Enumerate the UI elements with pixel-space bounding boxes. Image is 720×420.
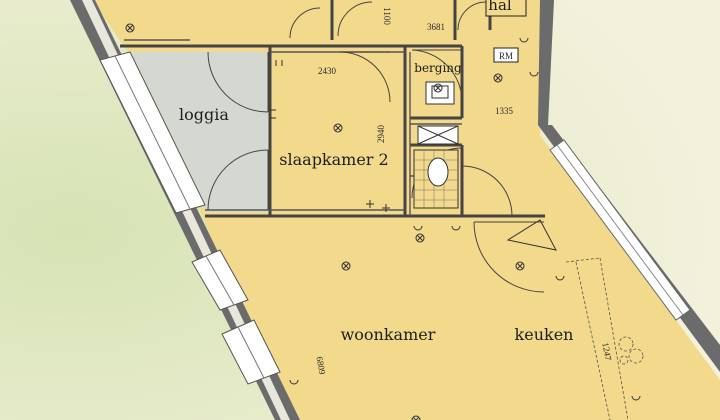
room-label-loggia: loggia bbox=[179, 105, 229, 124]
dimension-1100: 1100 bbox=[382, 7, 392, 25]
room-label-woonkamer: woonkamer bbox=[341, 325, 436, 344]
bathroom-fixtures bbox=[413, 81, 459, 209]
ceiling-light-icon bbox=[125, 23, 135, 33]
ceiling-light-icon bbox=[341, 261, 351, 271]
dimension-3681: 3681 bbox=[427, 22, 445, 32]
ceiling-light-icon bbox=[493, 73, 503, 83]
ceiling-light-icon bbox=[411, 415, 421, 420]
ceiling-light-icon bbox=[433, 83, 443, 93]
ceiling-lights bbox=[125, 23, 525, 420]
kitchen-counter bbox=[565, 257, 644, 420]
right-wall bbox=[538, 0, 720, 372]
room-label-hal: hal bbox=[488, 0, 512, 14]
dimension-1247: 1247 bbox=[600, 342, 613, 362]
wall-sockets bbox=[270, 37, 641, 401]
ceiling-light-icon bbox=[333, 123, 343, 133]
loggia-floor bbox=[128, 52, 270, 212]
room-label-slaapkamer: slaapkamer 2 bbox=[279, 150, 388, 169]
ceiling-light-icon bbox=[515, 261, 525, 271]
dimension-6809: 6809 bbox=[314, 356, 327, 376]
dimension-1335: 1335 bbox=[495, 106, 514, 116]
rm-box bbox=[493, 47, 519, 63]
hal-box bbox=[485, 0, 527, 17]
facade-wall bbox=[70, 0, 300, 420]
room-label-keuken: keuken bbox=[515, 325, 574, 344]
rm-label: RM bbox=[499, 51, 513, 61]
room-label-berging: berging bbox=[414, 61, 462, 75]
dimension-2940: 2940 bbox=[376, 125, 386, 144]
ceiling-light-icon bbox=[415, 233, 425, 243]
dimension-2430: 2430 bbox=[318, 66, 337, 76]
